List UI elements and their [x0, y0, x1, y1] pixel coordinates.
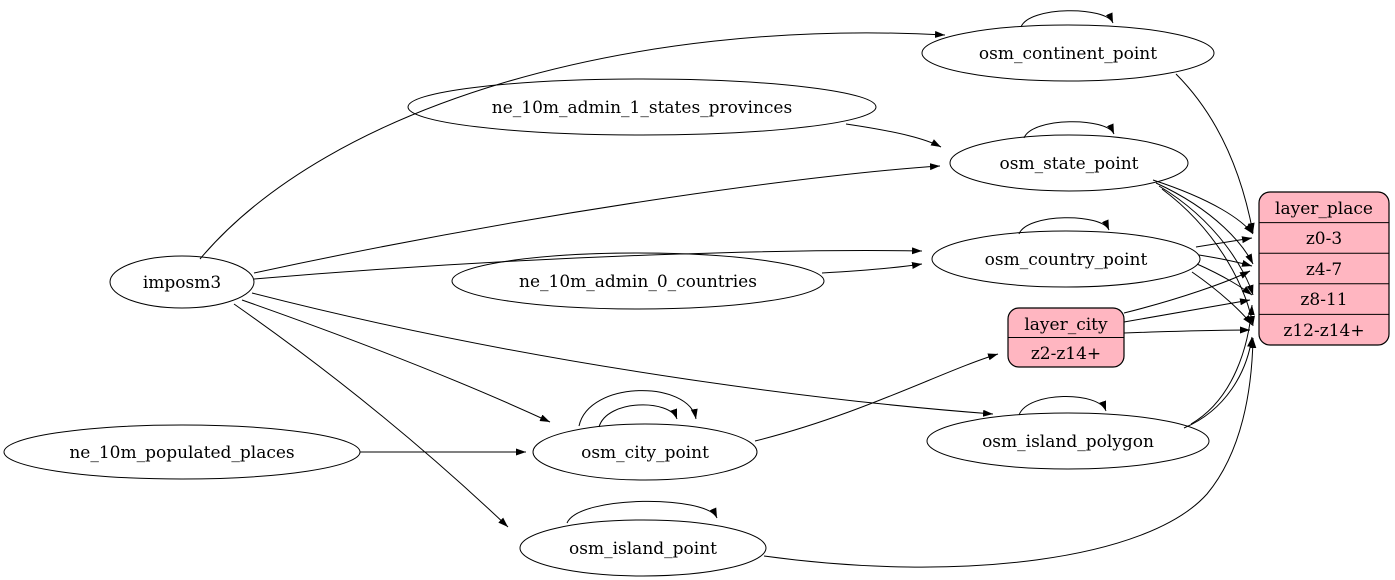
edge-osm-island-polygon-layer-place-z8-11 — [1190, 304, 1255, 425]
edge-self-osm-state-point — [1023, 121, 1115, 139]
node-label: ne_10m_admin_1_states_provinces — [492, 98, 792, 118]
edge-ne-10m-admin-0-countries-osm-country-point — [821, 262, 923, 274]
record-row-z8-11: z8-11 — [1300, 290, 1347, 310]
node-label: osm_city_point — [581, 443, 709, 463]
record-layer-place: layer_place z0-3 z4-7 z8-11 z12-z14+ — [1258, 191, 1390, 346]
node-ne-10m-admin-1-states-provinces: ne_10m_admin_1_states_provinces — [407, 78, 877, 136]
record-layer-city: layer_city z2-z14+ — [1007, 307, 1125, 368]
edge-imposm3-osm-city-point — [241, 299, 551, 423]
edge-self-osm-island-point — [566, 500, 718, 524]
node-imposm3: imposm3 — [109, 255, 255, 309]
node-label: ne_10m_admin_0_countries — [519, 272, 757, 292]
edge-osm-country-point-layer-place-z8-11 — [1196, 263, 1253, 296]
edge-layer-city-layer-place-z12-z14 — [1123, 326, 1251, 334]
record-row-z4-7: z4-7 — [1306, 260, 1342, 280]
record-title: layer_place — [1275, 199, 1373, 219]
edge-osm-island-polygon-layer-place-z12-z14 — [1183, 336, 1255, 429]
node-label: osm_island_point — [569, 539, 717, 559]
edge-imposm3-osm-island-polygon — [251, 292, 994, 417]
edge-imposm3-osm-country-point — [253, 247, 923, 280]
edge-osm-state-point-layer-place-z4-7 — [1155, 182, 1254, 265]
node-label: osm_island_polygon — [982, 432, 1154, 452]
record-row-z2-z14: z2-z14+ — [1031, 344, 1101, 364]
edge-self-osm-city-point-2 — [578, 390, 698, 427]
edge-osm-country-point-layer-place-z0-3 — [1195, 236, 1253, 248]
node-label: osm_country_point — [985, 250, 1148, 270]
edge-ne-10m-admin-1-states-provinces-osm-state-point — [845, 123, 942, 148]
edge-osm-country-point-layer-place-z4-7 — [1198, 254, 1253, 267]
node-osm-island-point: osm_island_point — [519, 519, 767, 577]
edge-layer-city-layer-place-z8-11 — [1123, 298, 1251, 323]
node-label: osm_state_point — [1000, 154, 1139, 174]
edge-osm-state-point-layer-place-z0-3 — [1152, 179, 1254, 235]
edge-self-osm-island-polygon — [1018, 395, 1107, 416]
edge-osm-state-point-layer-place-z8-11 — [1158, 185, 1254, 296]
edge-self-osm-continent-point — [1020, 10, 1114, 28]
node-label: osm_continent_point — [979, 44, 1157, 64]
node-osm-island-polygon: osm_island_polygon — [926, 412, 1210, 470]
edge-osm-city-point-layer-city-z2-z14 — [754, 353, 999, 442]
edge-imposm3-osm-island-point — [233, 303, 509, 528]
record-row-z0-3: z0-3 — [1306, 229, 1342, 249]
node-label: ne_10m_populated_places — [69, 443, 294, 463]
node-osm-state-point: osm_state_point — [949, 134, 1189, 192]
node-osm-country-point: osm_country_point — [931, 230, 1201, 288]
edge-osm-island-point-layer-place-z12-z14 — [763, 337, 1257, 568]
edge-imposm3-osm-state-point — [253, 163, 941, 274]
edge-self-osm-country-point — [1018, 217, 1110, 235]
node-ne-10m-populated-places: ne_10m_populated_places — [3, 424, 361, 480]
edge-imposm3-osm-continent-point — [199, 30, 946, 260]
node-osm-city-point: osm_city_point — [532, 423, 758, 481]
node-osm-continent-point: osm_continent_point — [921, 24, 1215, 82]
edge-layer-city-layer-place-z4-7 — [1123, 270, 1251, 314]
edge-osm-country-point-layer-place-z12-z14 — [1191, 271, 1253, 326]
node-label: imposm3 — [143, 273, 221, 293]
node-ne-10m-admin-0-countries: ne_10m_admin_0_countries — [451, 252, 825, 310]
record-title: layer_city — [1024, 315, 1108, 335]
record-row-z12-z14: z12-z14+ — [1283, 321, 1364, 341]
edge-self-osm-city-point-1 — [598, 404, 678, 428]
edge-osm-continent-point-layer-place-z0-3 — [1175, 73, 1255, 234]
